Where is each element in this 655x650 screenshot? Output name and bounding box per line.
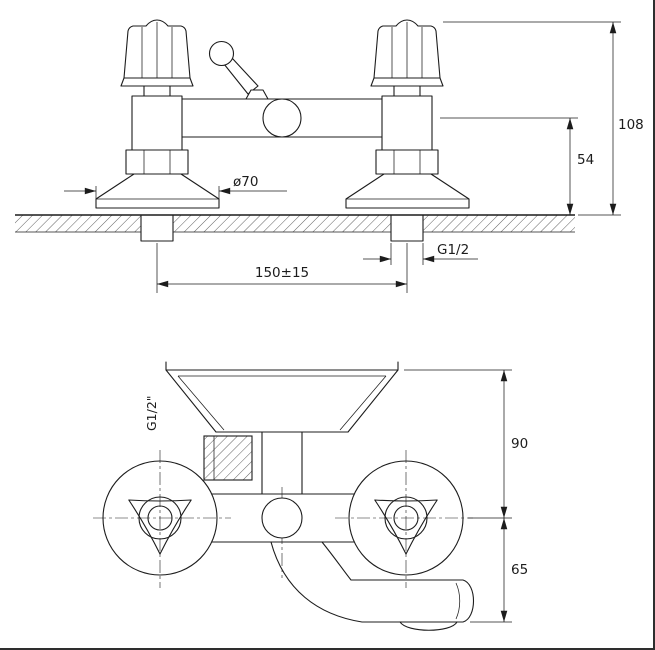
left-pipe-stub bbox=[140, 214, 174, 242]
wall-section bbox=[15, 214, 575, 233]
dim-54-label: 54 bbox=[577, 152, 594, 168]
dim-65-label: 65 bbox=[511, 562, 528, 578]
dim-dia70-label: ø70 bbox=[233, 174, 258, 190]
right-hex-nut bbox=[375, 149, 439, 175]
dim-108-label: 108 bbox=[618, 117, 644, 133]
right-escutcheon bbox=[345, 173, 470, 209]
centerlines bbox=[93, 450, 473, 588]
aerator-outline bbox=[399, 621, 458, 631]
spout bbox=[270, 541, 475, 631]
dim-150-label: 150±15 bbox=[255, 265, 309, 281]
left-hex-nut bbox=[125, 149, 189, 175]
threaded-inlet-section bbox=[203, 435, 253, 481]
left-valve-body bbox=[131, 95, 183, 151]
center-boss-top bbox=[261, 497, 303, 539]
riser-connector bbox=[261, 431, 303, 495]
dim-g12-label: G1/2 bbox=[437, 242, 469, 258]
right-handle-lobes bbox=[374, 499, 438, 555]
dim-90-label: 90 bbox=[511, 436, 528, 452]
left-handle-top bbox=[102, 460, 218, 576]
body-top bbox=[211, 493, 355, 543]
dim-flange-diameter: ø70 bbox=[64, 174, 287, 199]
dim-wall-to-axis: 54 bbox=[440, 117, 594, 215]
dim-total-height: 108 bbox=[443, 21, 644, 216]
left-handle-lobes bbox=[128, 499, 192, 555]
lever-ball bbox=[208, 40, 235, 67]
dim-thread-front: G1/2 bbox=[363, 242, 478, 265]
right-pipe-stub bbox=[390, 214, 424, 242]
dim-center-to-spout: 65 bbox=[470, 518, 528, 623]
top-plan-view: G1/2" 90 65 bbox=[93, 361, 528, 631]
right-handle-front bbox=[370, 19, 444, 97]
left-escutcheon bbox=[95, 173, 220, 209]
thread-g12-rotated-label: G1/2" bbox=[144, 395, 159, 431]
center-boss bbox=[262, 98, 302, 138]
dim-wall-to-center: 90 bbox=[404, 369, 528, 519]
right-valve-body bbox=[381, 95, 433, 151]
front-view: 108 54 ø70 150±15 G1/2 bbox=[15, 19, 644, 293]
wall-flange-top bbox=[165, 361, 399, 433]
dim-center-distance: 150±15 bbox=[156, 243, 408, 293]
diverter-lever bbox=[208, 40, 269, 100]
left-handle-front bbox=[120, 19, 194, 97]
right-handle-top bbox=[348, 460, 464, 576]
